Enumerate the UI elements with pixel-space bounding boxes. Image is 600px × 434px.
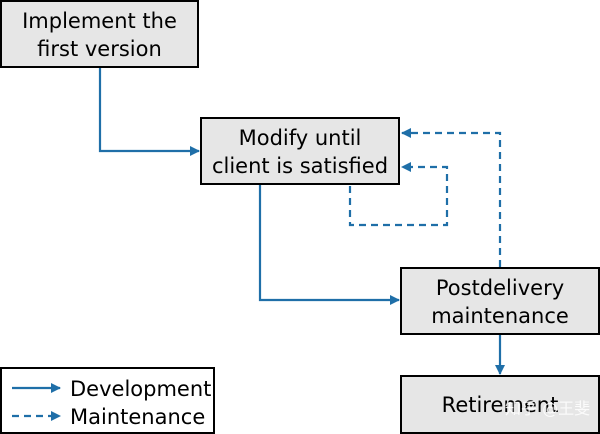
- dev-arrow-implement-to-modify: [98, 68, 200, 156]
- node-postdelivery-maintenance: Postdelivery maintenance: [400, 267, 600, 335]
- node-retirement-label: Retirement: [442, 393, 559, 417]
- watermark: 知乎 @王斐: [505, 399, 590, 418]
- legend-maintenance-label: Maintenance: [70, 405, 205, 429]
- node-modify-until-satisfied: Modify until client is satisfied: [200, 117, 400, 185]
- node-implement-first-version: Implement the first version: [0, 0, 199, 68]
- maint-arrow-modify-self-loop: [348, 162, 449, 227]
- legend-box: Development Maintenance: [0, 367, 215, 434]
- node-implement-line1: Implement the: [22, 9, 177, 33]
- node-postdelivery-line1: Postdelivery: [436, 276, 564, 300]
- node-modify-line2: client is satisfied: [212, 154, 388, 178]
- node-retirement: Retirement: [400, 375, 600, 434]
- node-modify-line1: Modify until: [239, 126, 362, 150]
- node-implement-line2: first version: [37, 37, 162, 61]
- maint-arrow-postdelivery-to-modify: [401, 128, 502, 267]
- legend-development-label: Development: [70, 377, 211, 401]
- node-postdelivery-line2: maintenance: [431, 304, 569, 328]
- dev-arrow-modify-to-postdelivery: [258, 185, 400, 305]
